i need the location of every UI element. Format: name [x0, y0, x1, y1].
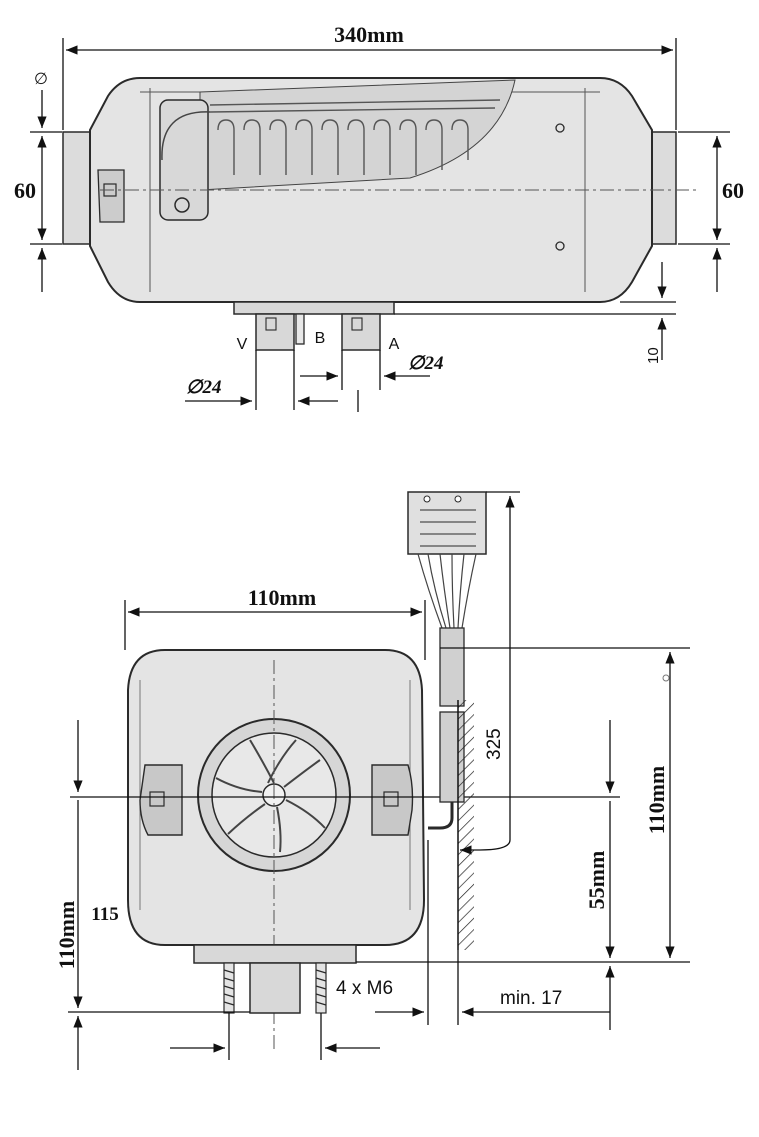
cable-length-dimension	[460, 491, 520, 855]
cable-sheath	[439, 627, 465, 707]
port-v-nut	[265, 317, 277, 331]
cable-entry	[428, 802, 454, 830]
center-height-label: 55mm	[584, 851, 609, 910]
right-extension-lines	[356, 647, 690, 963]
front-base-plate	[193, 944, 357, 964]
front-view: 110mm	[54, 491, 690, 1070]
control-unit-block	[159, 99, 209, 221]
right-clip	[371, 764, 414, 836]
left-intake-pipe	[62, 131, 94, 245]
length-label: 340mm	[334, 22, 404, 47]
bolt-spacing-dimension	[170, 1013, 380, 1060]
cable-wires	[417, 553, 477, 629]
port-a-air	[341, 313, 381, 351]
left-height-offset-label: 115	[91, 904, 118, 925]
port-b-label: B	[315, 330, 326, 347]
port-v-label: V	[237, 336, 248, 353]
small-marker-dot	[662, 674, 670, 682]
cable-length-label: 325	[484, 728, 505, 760]
rivet-top	[555, 123, 565, 133]
port-v-exhaust	[255, 313, 295, 351]
right-clip-square	[383, 791, 399, 807]
right-diameter-label: 60	[722, 178, 744, 203]
offset-dimension	[394, 262, 676, 360]
heat-exchanger-fins	[209, 99, 501, 175]
connector-plug	[407, 491, 487, 555]
width-label: 110mm	[248, 585, 316, 610]
right-height-label: 110mm	[644, 766, 669, 834]
heat-exchanger-shade	[199, 79, 516, 191]
front-port-block	[249, 962, 301, 1014]
clearance-label: min. 17	[500, 988, 562, 1009]
right-outlet-pipe	[649, 131, 677, 245]
port-b-fuel	[295, 313, 305, 345]
left-clip-square	[149, 791, 165, 807]
connector-pins	[420, 495, 476, 547]
left-clip	[139, 764, 183, 836]
length-dimension	[62, 38, 677, 130]
left-diameter-label: 60	[14, 178, 36, 203]
port-right-diameter-label: ∅24	[408, 353, 444, 374]
clearance-dimension	[375, 840, 610, 1025]
wall-hatch	[458, 700, 474, 950]
port-left-diameter-label: ∅24	[186, 377, 222, 398]
width-dimension	[124, 600, 426, 660]
fan-blades	[215, 739, 326, 853]
left-height-dimension	[68, 720, 250, 1070]
rivet-bottom	[555, 241, 565, 251]
cable-loop	[161, 111, 211, 161]
port-a-label: A	[389, 336, 400, 353]
left-diameter-symbol: ∅	[34, 71, 48, 88]
left-diameter-dimension	[30, 90, 62, 292]
mounting-plate	[233, 301, 395, 315]
mount-screw	[174, 197, 190, 213]
bolts-label: 4 x M6	[336, 978, 393, 999]
left-height-label: 110mm	[54, 901, 79, 969]
top-view: 340mm	[14, 22, 744, 412]
offset-label: 10	[645, 347, 662, 364]
right-diameter-dimension	[678, 131, 730, 292]
port-dimensions	[185, 350, 430, 412]
port-a-nut	[351, 317, 363, 331]
